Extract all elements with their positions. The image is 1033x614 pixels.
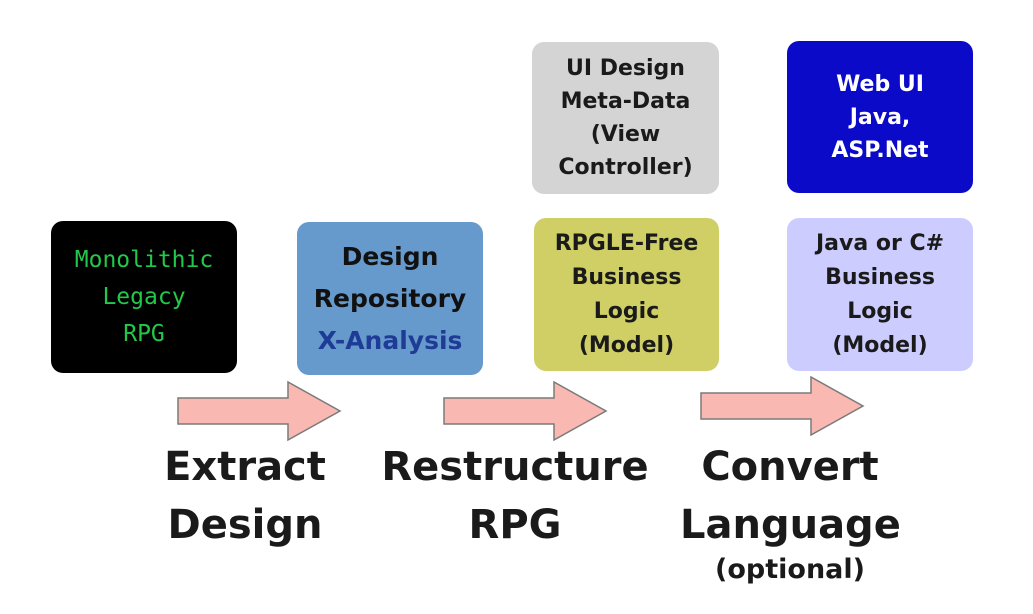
java-csharp-business-logic-box: Java or C# Business Logic (Model) [787,218,973,371]
java-line-4: (Model) [832,332,928,358]
repository-line-1: Design [341,241,439,271]
x-analysis-label: X-Analysis [317,325,463,355]
rpgle-line-4: (Model) [578,332,675,358]
ui-meta-line-1: UI Design [566,56,685,81]
web-ui-line-2: Java, [849,104,911,130]
monolithic-legacy-rpg-box: Monolithic Legacy RPG [51,221,237,373]
ui-meta-line-2: Meta-Data [560,89,691,114]
rpgle-line-2: Business [571,264,682,290]
ui-meta-line-3: (View [590,122,661,147]
design-label: Design [167,502,323,548]
legacy-line-3: RPG [123,320,165,347]
rpgle-free-business-logic-box: RPGLE-Free Business Logic (Model) [534,218,719,371]
web-ui-box: Web UI Java, ASP.Net [787,41,973,193]
web-ui-line-1: Web UI [836,71,924,97]
convert-arrow-icon [700,375,865,437]
optional-note: (optional) [715,554,865,585]
design-repository-box: Design Repository X-Analysis [297,222,483,375]
legacy-line-1: Monolithic [74,246,214,273]
web-ui-line-3: ASP.Net [831,137,929,163]
extract-label: Extract [164,444,326,490]
convert-language-step: Convert Language (optional) [680,438,901,586]
extract-arrow-icon [177,380,342,442]
java-line-1: Java or C# [815,230,945,256]
restructure-arrow-icon [443,380,608,442]
extract-design-step: Extract Design [150,438,340,554]
java-line-2: Business [825,264,935,290]
rpgle-line-1: RPGLE-Free [554,230,699,256]
repository-line-2: Repository [313,283,467,313]
rpgle-line-3: Logic [593,298,660,324]
ui-design-metadata-box: UI Design Meta-Data (View Controller) [532,42,719,194]
restructure-label: Restructure [381,444,649,490]
java-line-3: Logic [847,298,913,324]
legacy-line-2: Legacy [102,283,186,310]
language-label: Language [680,502,901,548]
ui-meta-line-4: Controller) [558,155,693,180]
restructure-rpg-step: Restructure RPG [375,438,655,554]
convert-label: Convert [701,444,879,490]
rpg-label: RPG [468,502,562,548]
